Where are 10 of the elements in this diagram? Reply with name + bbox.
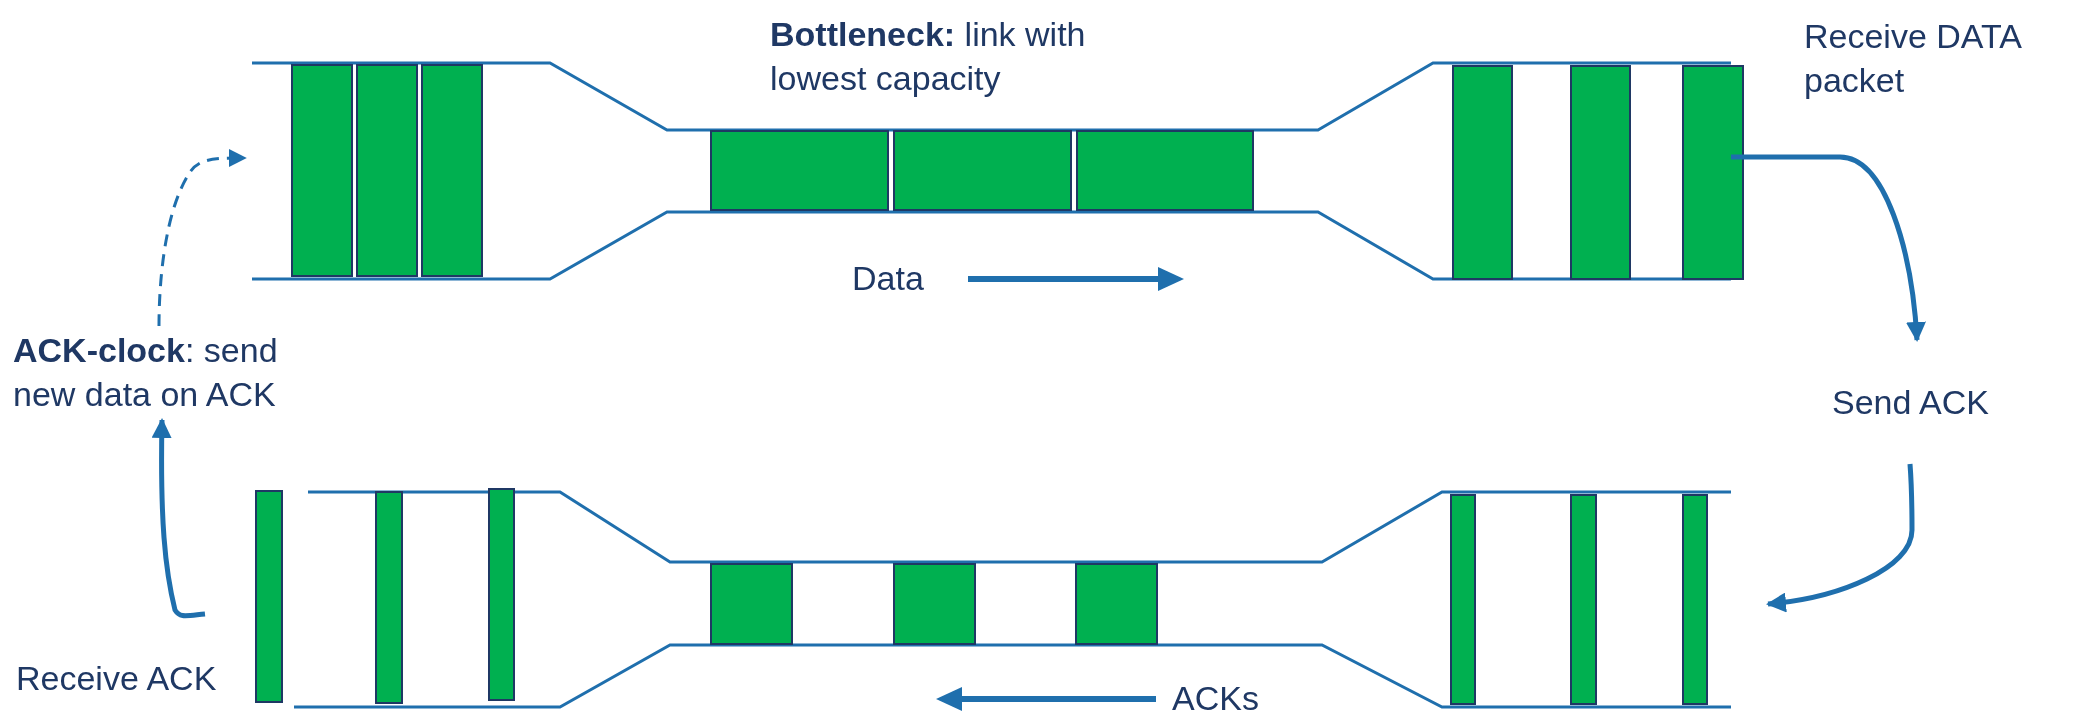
text-label: ACKs bbox=[1172, 678, 1260, 719]
arrow bbox=[157, 149, 247, 326]
step-label: Send ACK bbox=[1832, 342, 2012, 462]
text-label: Bottleneck: link with lowest capacity bbox=[770, 14, 1087, 99]
arrow bbox=[1731, 154, 1926, 342]
arrow bbox=[1766, 463, 1915, 612]
text-label: Data bbox=[852, 258, 925, 299]
step-label: ACK-clock: send new data on ACK bbox=[13, 328, 303, 416]
step-label: Receive ACK bbox=[16, 612, 256, 700]
text-label: Receive DATA packet bbox=[1804, 16, 2022, 101]
